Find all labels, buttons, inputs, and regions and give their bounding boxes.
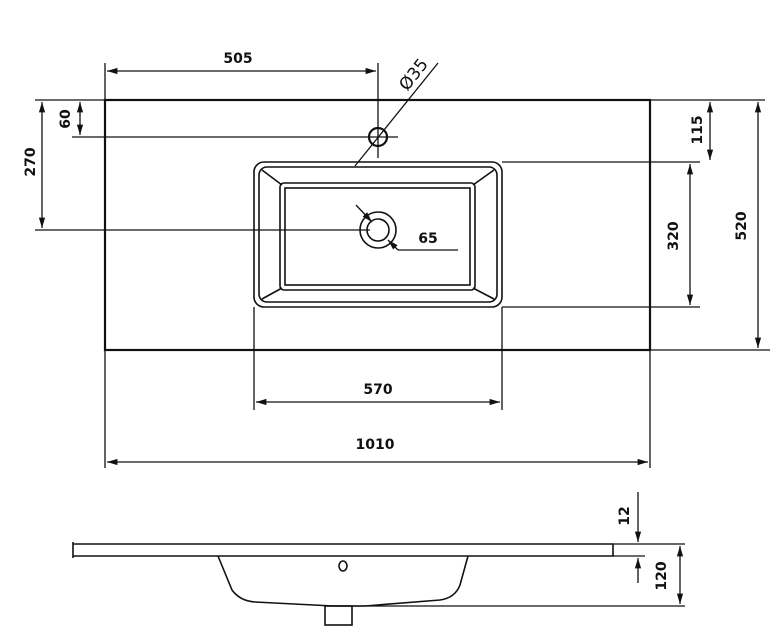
overflow-hole: [338, 560, 348, 572]
countertop-slab: [72, 542, 614, 558]
dim-total-depth: 520: [734, 211, 750, 240]
dim-drain-offset-y: 270: [23, 147, 39, 176]
dim-total-width: 1010: [356, 437, 395, 453]
dim-total-height: 120: [654, 561, 670, 590]
tap-hole: [367, 63, 389, 158]
dim-slab-thickness: 12: [617, 506, 633, 525]
dim-drain: 65: [418, 231, 437, 247]
tap-hole-leader: [354, 62, 439, 167]
dim-basin-width: 570: [363, 382, 392, 398]
drain-outlet: [324, 605, 353, 626]
top-view: 505 60 270 Ø35 65 115 320 520 570 1010: [23, 51, 770, 468]
dim-tap-offset-y: 60: [58, 109, 74, 129]
dim-tap-hole: Ø35: [395, 55, 432, 95]
side-view: 12 120: [72, 492, 685, 626]
basin-outline: [253, 161, 503, 308]
dim-basin-offset-y: 115: [690, 115, 706, 144]
basin-profile: [217, 555, 469, 607]
dim-basin-depth: 320: [666, 221, 682, 250]
dim-tap-offset-x: 505: [223, 51, 252, 67]
